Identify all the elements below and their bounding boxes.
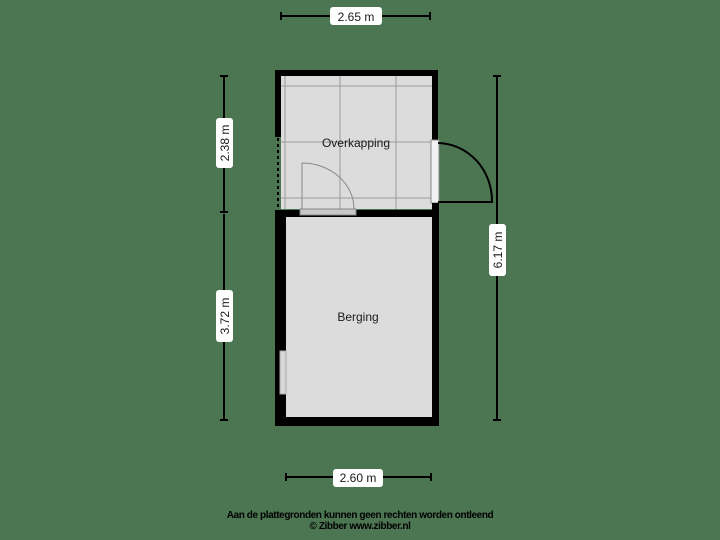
- footer-disclaimer: Aan de plattegronden kunnen geen rechten…: [226, 510, 494, 521]
- svg-text:2.60 m: 2.60 m: [340, 471, 377, 485]
- dimension-left-upper: 2.38 m: [216, 75, 233, 213]
- dimension-left-lower: 3.72 m: [216, 214, 233, 421]
- dimension-top: 2.65 m: [280, 7, 431, 25]
- dimension-right: 6.17 m: [489, 75, 506, 421]
- berging-window: [279, 350, 287, 395]
- tile-grid: [281, 75, 432, 209]
- bottom-wall: [275, 417, 439, 426]
- right-door-frame: [430, 139, 440, 204]
- svg-text:6.17 m: 6.17 m: [491, 232, 505, 269]
- svg-text:3.72 m: 3.72 m: [218, 298, 232, 335]
- room-label-overkapping: Overkapping: [322, 136, 390, 150]
- top-wall: [275, 70, 438, 76]
- right-upper-wall: [432, 70, 438, 140]
- left-upper-wall: [275, 70, 281, 137]
- footer-copyright: © Zibber www.zibber.nl: [309, 521, 411, 532]
- room-label-berging: Berging: [337, 310, 378, 324]
- inner-door-swing-icon: [301, 162, 355, 210]
- svg-text:2.65 m: 2.65 m: [338, 10, 375, 24]
- right-door-swing-icon: [437, 142, 493, 202]
- dimension-bottom: 2.60 m: [285, 469, 432, 487]
- inner-door-frame: [299, 208, 357, 216]
- berging-floor: [286, 217, 432, 417]
- svg-text:2.38 m: 2.38 m: [218, 125, 232, 162]
- berging-left-wall: [275, 210, 286, 426]
- berging-right-wall: [432, 203, 439, 426]
